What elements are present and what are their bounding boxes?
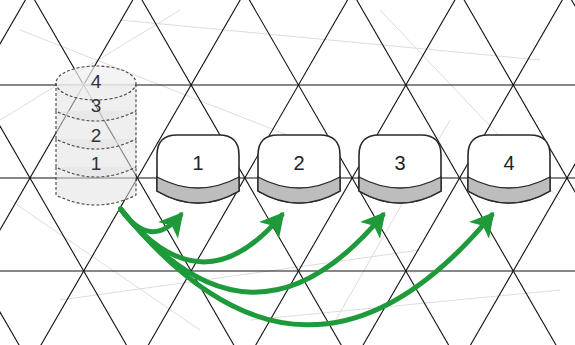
grid-line [0, 0, 139, 345]
disc-number: 2 [293, 153, 304, 173]
grid-line [0, 270, 575, 271]
disc-number: 4 [91, 72, 102, 91]
disc-outline [466, 133, 552, 213]
disc-number: 3 [394, 153, 405, 173]
disc-number: 1 [91, 154, 102, 173]
grid-line [250, 0, 461, 345]
disc-outline [155, 133, 241, 213]
game-disc: 2 [256, 133, 342, 213]
grid-line [0, 0, 25, 345]
grid-line [244, 0, 455, 345]
scratches [0, 10, 560, 330]
game-disc: 1 [155, 133, 241, 213]
game-disc: 4 [466, 133, 552, 213]
grid-line [566, 0, 575, 345]
disc-outline [357, 133, 443, 213]
grid-line [572, 0, 575, 345]
disc-number: 3 [91, 96, 102, 115]
grid-line [465, 0, 575, 345]
grid-line [357, 0, 568, 345]
disc-number: 2 [91, 126, 102, 145]
grid-line [458, 0, 575, 345]
disc-number: 1 [192, 153, 203, 173]
move-arrow [121, 209, 492, 325]
grid-line [351, 0, 562, 345]
stacked-disc: 4 3 2 1 [52, 55, 140, 207]
disc-outline [256, 133, 342, 213]
game-disc: 3 [357, 133, 443, 213]
disc-number: 4 [503, 153, 514, 173]
